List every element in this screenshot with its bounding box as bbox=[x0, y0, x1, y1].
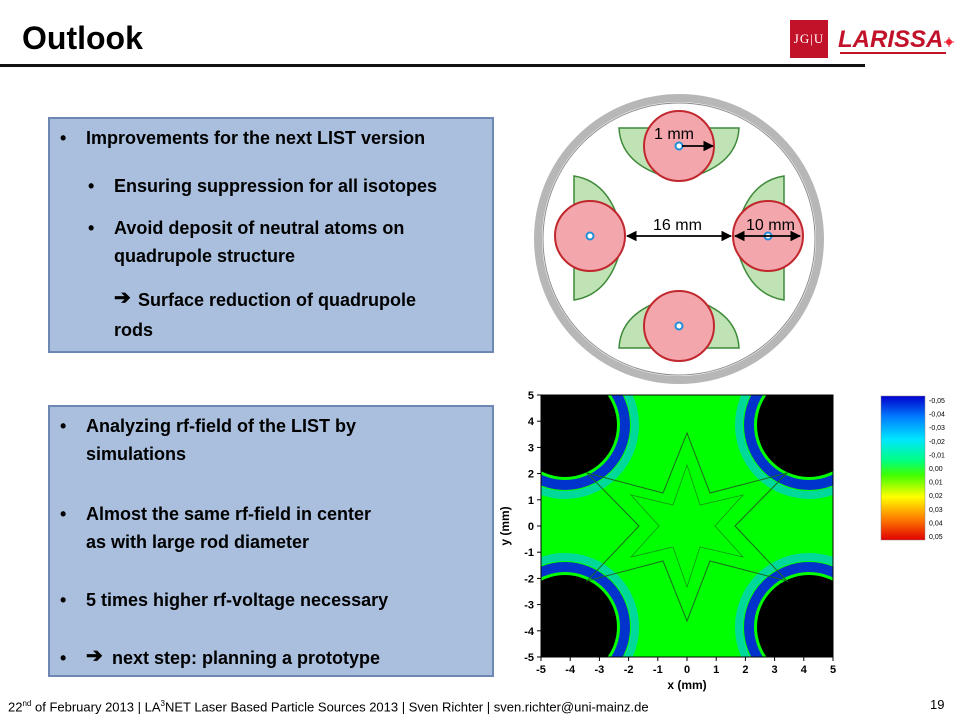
list-item: Analyzing rf-field of the LIST by bbox=[86, 416, 356, 436]
x-tick-label: -2 bbox=[624, 664, 634, 676]
colorbar-gradient bbox=[880, 395, 926, 541]
jgu-logo: JG|U bbox=[790, 20, 828, 58]
bullet: • bbox=[60, 504, 67, 524]
footer-text: NET Laser Based Particle Sources 2013 | … bbox=[164, 699, 649, 715]
colorbar-tick-label: 0,01 bbox=[929, 480, 943, 487]
y-tick-label: 1 bbox=[528, 495, 534, 507]
right-arrow-icon: ➔ bbox=[86, 645, 103, 667]
colorbar-tick-label: 0,05 bbox=[929, 534, 943, 541]
colorbar-tick-label: 0,04 bbox=[929, 520, 943, 527]
y-tick-label: 0 bbox=[528, 521, 534, 533]
x-tick-label: 1 bbox=[713, 664, 719, 676]
colorbar-tick-label: -0,04 bbox=[929, 412, 945, 419]
bullet: • bbox=[88, 176, 95, 196]
colorbar-tick-label: 0,00 bbox=[929, 466, 943, 473]
larissa-logo-text: LARISSA bbox=[838, 26, 943, 53]
list-item: Avoid deposit of neutral atoms on bbox=[114, 218, 405, 238]
colorbar-tick-label: -0,02 bbox=[929, 439, 945, 446]
jgu-logo-text: JG|U bbox=[793, 31, 825, 46]
x-axis-label: x (mm) bbox=[667, 678, 706, 692]
center-contour bbox=[585, 431, 789, 623]
footer-superscript: 3 bbox=[160, 699, 165, 708]
dimension-label-16mm: 16 mm bbox=[653, 217, 702, 234]
page-number: 19 bbox=[930, 697, 945, 712]
footer-date-day: 22 bbox=[8, 699, 23, 715]
footer-date-rest: of February 2013 | LA bbox=[31, 699, 161, 715]
dimension-label-1mm: 1 mm bbox=[654, 126, 694, 143]
bullet: • bbox=[88, 218, 95, 238]
larissa-logo: LARISSA bbox=[838, 26, 954, 54]
list-item: next step: planning a prototype bbox=[112, 648, 381, 668]
bullet: • bbox=[60, 648, 67, 668]
list-item: Ensuring suppression for all isotopes bbox=[114, 176, 438, 196]
colorbar-tick-label: 0,03 bbox=[929, 507, 943, 514]
y-tick-label: -3 bbox=[524, 600, 534, 612]
x-tick-label: -1 bbox=[653, 664, 663, 676]
y-tick-label: 4 bbox=[528, 416, 535, 428]
y-axis-label: y (mm) bbox=[498, 506, 512, 545]
x-tick-label: -3 bbox=[595, 664, 605, 676]
colorbar: -0,05 -0,04 -0,03 -0,02 -0,01 0,00 0,01 0,02 0,0… bbox=[880, 395, 945, 541]
y-axis: 5 4 3 2 1 0 -1 -2 -3 -4 -5 bbox=[524, 390, 541, 664]
bullet: • bbox=[60, 416, 67, 436]
colorbar-ticks: -0,05 -0,04 -0,03 -0,02 -0,01 0,00 0,01 0,02 0,0… bbox=[929, 398, 945, 541]
y-tick-label: -1 bbox=[524, 547, 534, 559]
quadrupole-diagram: 1 mm 16 mm 10 mm bbox=[534, 94, 824, 384]
x-tick-label: 3 bbox=[772, 664, 778, 676]
y-tick-label: 5 bbox=[528, 390, 534, 402]
x-tick-label: -4 bbox=[565, 664, 576, 676]
slide-title: Outlook bbox=[22, 20, 143, 56]
x-tick-label: 2 bbox=[742, 664, 748, 676]
bullet: • bbox=[60, 590, 67, 610]
title-divider bbox=[0, 64, 865, 67]
dimension-label-10mm: 10 mm bbox=[746, 217, 795, 234]
y-tick-label: -2 bbox=[524, 573, 534, 585]
bullet: • bbox=[60, 128, 67, 148]
y-tick-label: 2 bbox=[528, 469, 534, 481]
list-item-continuation: quadrupole structure bbox=[114, 246, 296, 266]
list-item: 5 times higher rf-voltage necessary bbox=[86, 590, 389, 610]
list-item-continuation: as with large rod diameter bbox=[86, 532, 310, 552]
list-item: Surface reduction of quadrupole bbox=[138, 290, 417, 310]
x-axis: -5 -4 -3 -2 -1 0 1 2 3 4 5 bbox=[536, 657, 836, 676]
x-tick-label: 5 bbox=[830, 664, 836, 676]
colorbar-tick-label: -0,03 bbox=[929, 425, 945, 432]
center-dot-bottom bbox=[674, 321, 684, 331]
center-dot-top bbox=[674, 141, 684, 151]
list-item-continuation: rods bbox=[114, 320, 154, 340]
colorbar-tick-label: 0,02 bbox=[929, 493, 943, 500]
x-tick-label: 0 bbox=[684, 664, 690, 676]
analysis-panel: • Analyzing rf-field of the LIST by simu… bbox=[48, 405, 494, 677]
colorbar-tick-label: -0,05 bbox=[929, 398, 945, 405]
list-item-continuation: simulations bbox=[86, 444, 187, 464]
colorbar-tick-label: -0,01 bbox=[929, 452, 945, 459]
improvements-panel: • Improvements for the next LIST version… bbox=[48, 117, 494, 353]
x-tick-label: -5 bbox=[536, 664, 546, 676]
y-tick-label: -5 bbox=[524, 652, 534, 664]
x-tick-label: 4 bbox=[801, 664, 808, 676]
list-item: Almost the same rf-field in center bbox=[86, 504, 372, 524]
improvements-heading: Improvements for the next LIST version bbox=[86, 128, 426, 148]
footer: 22nd of February 2013 | LA3NET Laser Bas… bbox=[8, 699, 649, 714]
heatmap-plot-area bbox=[541, 395, 833, 657]
y-tick-label: 3 bbox=[528, 442, 534, 454]
right-arrow-icon: ➔ bbox=[114, 287, 131, 309]
rf-field-heatmap: -5 -4 -3 -2 -1 0 1 2 3 4 5 5 4 3 2 1 0 -1 -2 -3 -4 -5 x (mm)… bbox=[498, 390, 836, 692]
y-tick-label: -4 bbox=[524, 626, 535, 638]
center-dot-left bbox=[585, 231, 595, 241]
footer-date-suffix: nd bbox=[22, 699, 32, 708]
